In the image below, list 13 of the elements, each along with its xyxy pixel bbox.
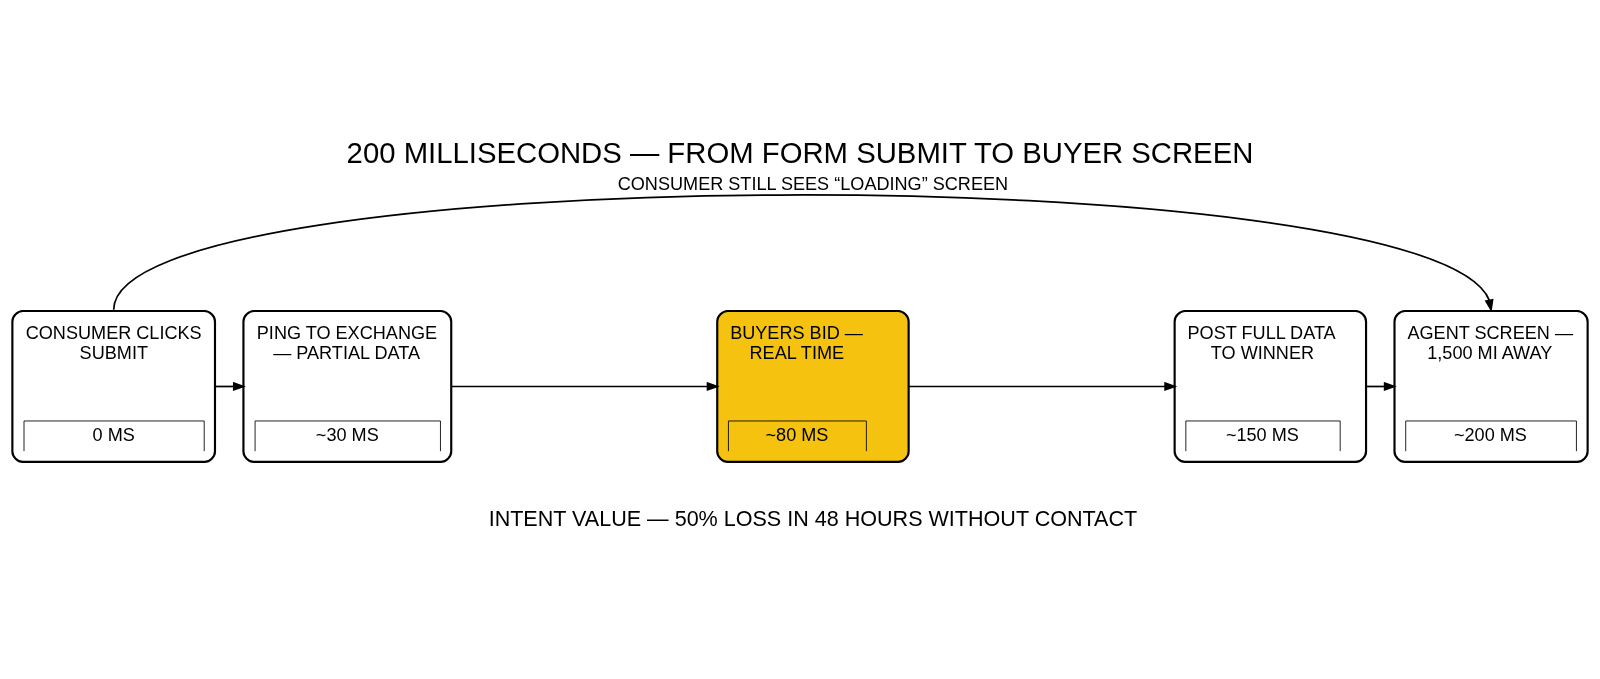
node-box: POST FULL DATA TO WINNER ~150 MS [1173,309,1368,463]
arrow [1365,381,1397,392]
arrow [907,381,1178,392]
arrow [450,381,720,392]
arrow [214,381,246,392]
node-box: AGENT SCREEN — 1,500 MI AWAY ~200 MS [1393,309,1589,463]
node-box: PING TO EXCHANGE — PARTIAL DATA ~30 MS [242,309,453,463]
edge-label: CONSUMER STILL SEES “LOADING” SCREEN [617,173,1009,194]
arrow [112,194,1494,313]
node-box: CONSUMER CLICKS SUBMIT 0 MS [11,309,217,463]
label: INTENT VALUE — 50% LOSS IN 48 HOURS WITHOUT CONTACT [488,506,1138,532]
node-box: BUYERS BID — REAL TIME ~80 MS [716,309,910,463]
diagram-title: 200 MILLISECONDS — FROM FORM SUBMIT TO BUYER SCREEN [346,136,1254,170]
